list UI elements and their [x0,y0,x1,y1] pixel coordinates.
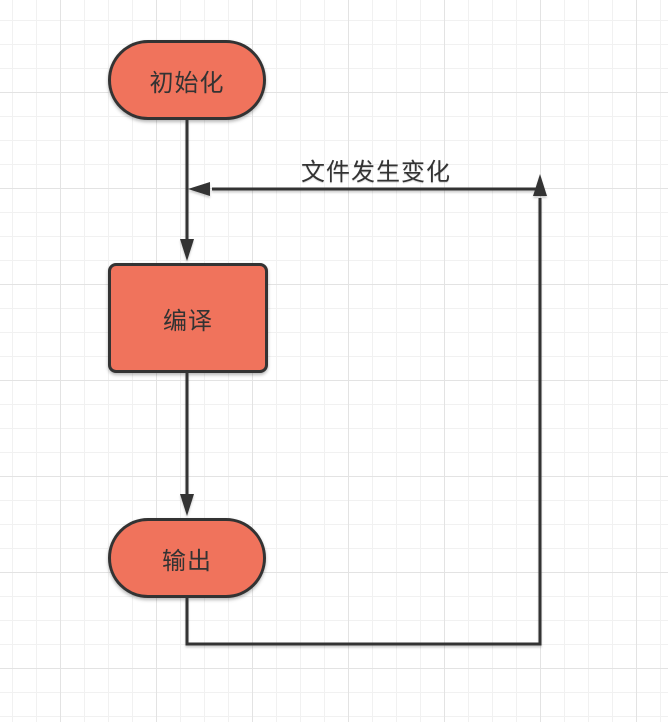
node-output[interactable]: 输出 [108,518,266,598]
edge-label-file-changed: 文件发生变化 [301,159,451,186]
node-compile[interactable]: 编译 [108,263,268,373]
node-output-label: 输出 [162,547,212,575]
node-init[interactable]: 初始化 [108,40,266,120]
node-compile-label: 编译 [163,307,213,335]
edge-output-feedback-loop[interactable] [185,198,542,646]
arrowhead-feedback-up [533,174,547,196]
arrowhead-into-output [180,494,194,516]
node-init-label: 初始化 [149,69,225,97]
arrowhead-into-compile [180,239,194,261]
arrowhead-feedback-left [188,182,210,196]
